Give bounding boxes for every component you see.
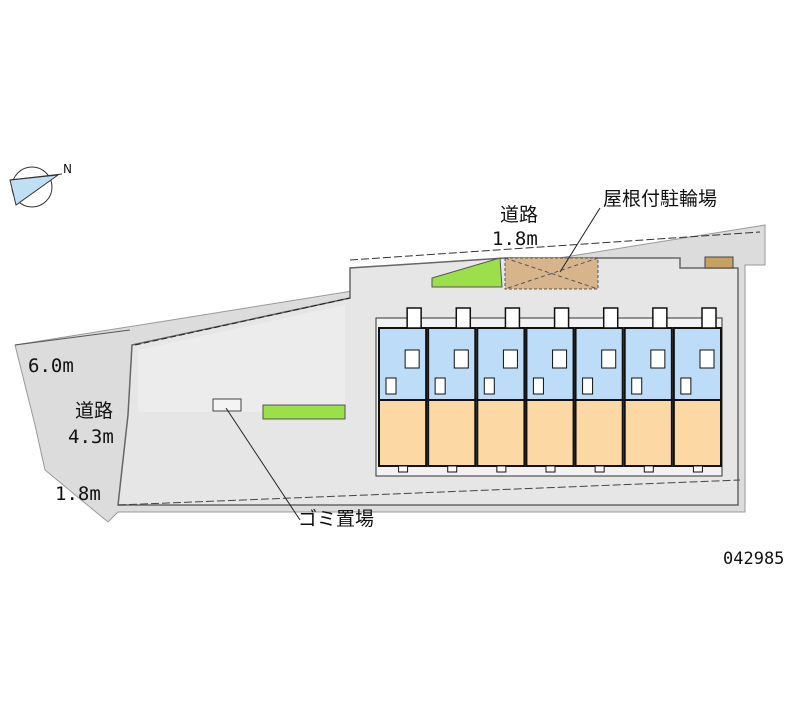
unit-balcony (504, 307, 521, 329)
unit-balcony (406, 307, 422, 329)
unit-ac (398, 465, 409, 473)
unit-room (378, 399, 428, 467)
compass-north-label: N (63, 162, 72, 176)
unit-bath (502, 349, 518, 369)
unit-balcony (455, 307, 472, 329)
unit-toilet (434, 377, 446, 395)
unit-toilet (385, 377, 397, 395)
unit-toilet (532, 377, 544, 395)
garbage-area-box (212, 398, 242, 412)
unit-balcony (652, 307, 668, 329)
road-top-width: 1.8m (492, 228, 538, 250)
unit-toilet (483, 377, 495, 395)
unit-bath (699, 349, 715, 369)
unit-toilet (631, 377, 643, 395)
road-left-width: 4.3m (68, 426, 114, 448)
unit-room (574, 399, 624, 467)
unit-balcony (553, 307, 570, 329)
unit-bath (650, 349, 666, 369)
inner-lot (138, 305, 345, 412)
unit-bath (552, 349, 568, 369)
road-bottom-width: 1.8m (55, 483, 101, 505)
greenery-bottom (262, 404, 346, 420)
unit-ac (692, 465, 703, 473)
garbage-area-label: ゴミ置場 (298, 508, 375, 530)
road-left-outer-width: 6.0m (28, 355, 74, 377)
unit-room (623, 399, 673, 467)
unit-bath (601, 349, 617, 369)
unit-ac (643, 465, 654, 473)
property-id: 042985 (723, 549, 785, 569)
bike-parking-label: 屋根付駐輪場 (603, 188, 718, 210)
unit-ac (594, 465, 605, 473)
meter-box (704, 256, 734, 269)
unit-toilet (582, 377, 594, 395)
unit-bath (404, 349, 420, 369)
apartment-building (375, 307, 723, 477)
unit-ac (447, 465, 458, 473)
unit-room (476, 399, 526, 467)
unit-room (672, 399, 722, 467)
unit-toilet (680, 377, 692, 395)
road-left-name: 道路 (75, 400, 114, 422)
unit-balcony (602, 307, 619, 329)
greenery-top (431, 257, 503, 288)
unit-balcony (701, 307, 717, 329)
unit-room (525, 399, 575, 467)
unit-room (427, 399, 477, 467)
unit-ac (545, 465, 556, 473)
road-top-name: 道路 (500, 204, 539, 226)
compass-icon (9, 166, 63, 208)
unit-bath (453, 349, 469, 369)
unit-ac (496, 465, 507, 473)
